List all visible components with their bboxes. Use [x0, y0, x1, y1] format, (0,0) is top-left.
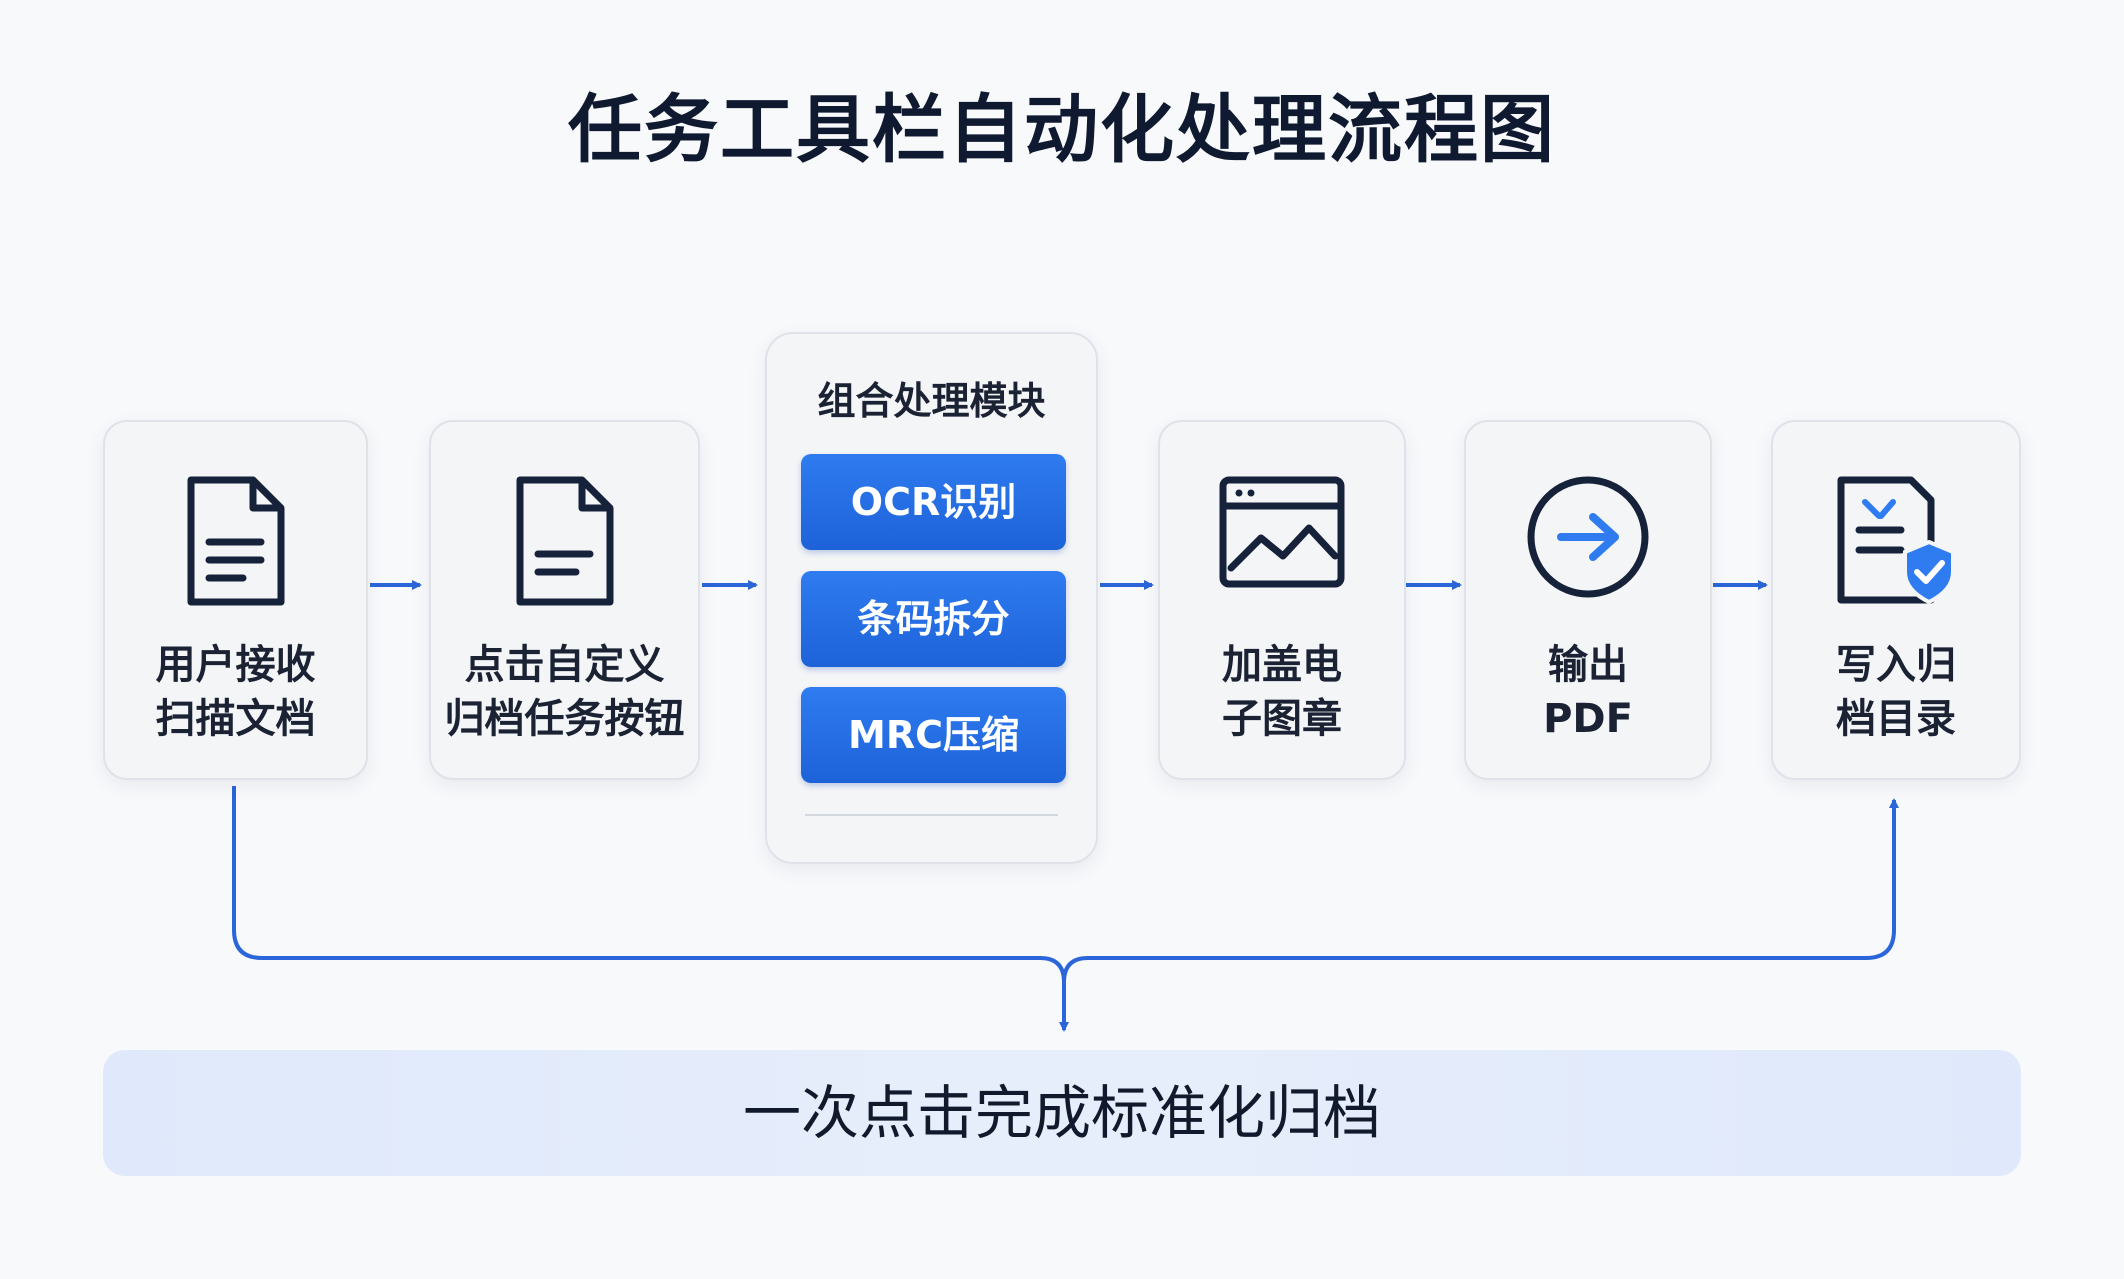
combined-processing-module: 组合处理模块 OCR识别 条码拆分 MRC压缩	[765, 332, 1098, 864]
step-card-receive-scan: 用户接收扫描文档	[103, 420, 368, 780]
bottom-route-left	[232, 786, 1069, 1032]
step-card-e-seal: 加盖电子图章	[1158, 420, 1406, 780]
step-label: 点击自定义归档任务按钮	[444, 642, 685, 742]
ocr-button[interactable]: OCR识别	[801, 454, 1066, 550]
verified-document-icon	[1837, 476, 1955, 605]
step-card-write-archive-directory: 写入归档目录	[1771, 420, 2021, 780]
step-card-custom-archive-button[interactable]: 点击自定义归档任务按钮	[429, 420, 700, 780]
step-label: 写入归档目录	[1836, 642, 1956, 742]
document-icon	[187, 476, 284, 606]
bottom-route-right	[1062, 798, 1899, 983]
step-label: 用户接收扫描文档	[155, 642, 316, 742]
arrow-circle-icon	[1527, 476, 1649, 598]
module-title: 组合处理模块	[817, 379, 1046, 423]
barcode-split-button[interactable]: 条码拆分	[801, 571, 1066, 667]
mrc-compress-button[interactable]: MRC压缩	[801, 687, 1066, 783]
document-icon	[516, 476, 613, 606]
step-label: 加盖电子图章	[1222, 642, 1342, 742]
page-title: 任务工具栏自动化处理流程图	[568, 87, 1556, 173]
image-window-icon	[1219, 476, 1345, 588]
module-divider	[805, 814, 1058, 816]
summary-banner: 一次点击完成标准化归档	[103, 1050, 2021, 1176]
